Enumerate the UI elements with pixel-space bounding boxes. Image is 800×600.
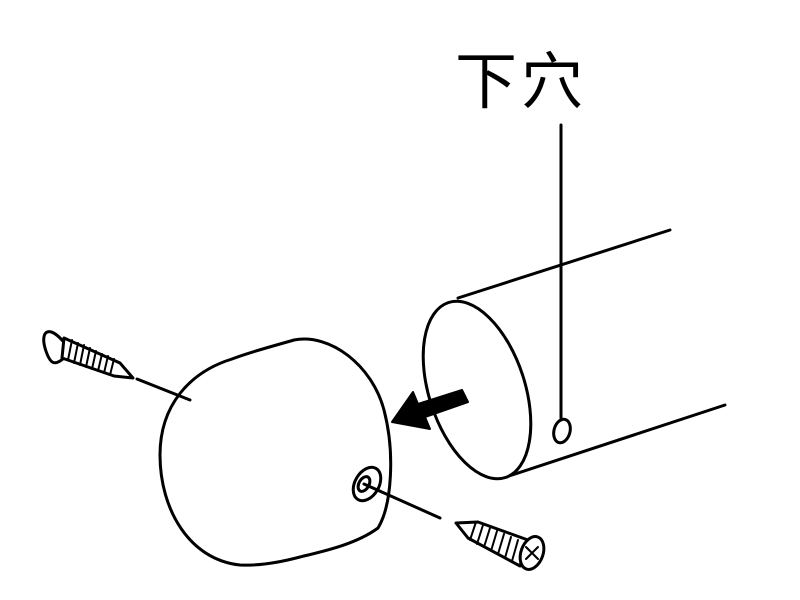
screw-upper-left [42,330,192,402]
direction-arrow [391,389,469,430]
pilot-hole [552,417,572,445]
screw-lower-right [362,482,546,571]
pilot-hole-label: 下穴 [455,45,587,118]
end-cap [158,337,393,567]
rod [421,228,727,481]
